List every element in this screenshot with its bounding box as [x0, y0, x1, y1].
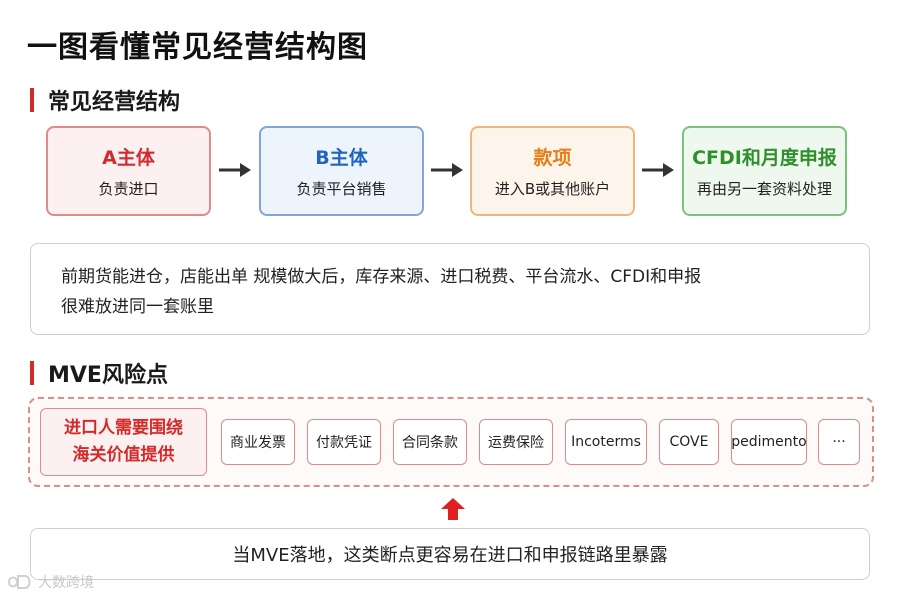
risk-chip-commercial-invoice: 商业发票 — [221, 419, 295, 465]
risk-chip-freight-insurance: 运费保险 — [479, 419, 553, 465]
flow-box-subtitle: 进入B或其他账户 — [494, 180, 611, 198]
note-line: 前期货能进仓，店能出单 规模做大后，库存来源、进口税费、平台流水、CFDI和申报 — [61, 267, 702, 287]
section-header-mve-risk: MVE风险点 — [30, 357, 168, 389]
flow-box-entity-a: A主体 负责进口 — [46, 126, 211, 216]
flow-box-subtitle: 负责进口 — [98, 180, 159, 198]
flow-box-title: CFDI和月度申报 — [692, 147, 837, 169]
right-arrow-icon — [431, 163, 463, 177]
risk-chip-more: ··· — [818, 419, 860, 465]
bottom-note-text: 当MVE落地，这类断点更容易在进口和申报链路里暴露 — [232, 545, 668, 566]
watermark-logo-icon — [7, 575, 31, 589]
structure-note-box: 前期货能进仓，店能出单 规模做大后，库存来源、进口税费、平台流水、CFDI和申报… — [30, 243, 870, 335]
flow-box-title: 款项 — [533, 147, 572, 169]
risk-chip-cove: COVE — [659, 419, 719, 465]
section-accent-bar — [30, 88, 34, 112]
section-title: 常见经营结构 — [48, 90, 181, 115]
flow-box-subtitle: 负责平台销售 — [296, 180, 387, 198]
right-arrow-icon — [219, 163, 251, 177]
flow-box-title: A主体 — [102, 147, 155, 169]
risk-chip-pedimento: pedimento — [731, 419, 807, 465]
watermark-text: 大数跨境 — [38, 575, 94, 591]
risk-main-line: 进口人需要围绕 — [64, 418, 183, 438]
watermark: 大数跨境 — [6, 572, 94, 592]
section-accent-bar — [30, 361, 34, 385]
flow-box-subtitle: 再由另一套资料处理 — [696, 180, 832, 198]
flow-box-title: B主体 — [315, 147, 368, 169]
section-header-structure: 常见经营结构 — [30, 84, 180, 116]
risk-chip-contract-terms: 合同条款 — [393, 419, 467, 465]
section-title: MVE风险点 — [48, 363, 168, 388]
up-arrow-icon — [441, 498, 465, 520]
note-line: 很难放进同一套账里 — [61, 297, 214, 317]
risk-chip-incoterms: Incoterms — [565, 419, 647, 465]
right-arrow-icon — [642, 163, 674, 177]
page-title: 一图看懂常见经营结构图 — [27, 30, 368, 65]
risk-main-box: 进口人需要围绕 海关价值提供 — [40, 408, 207, 476]
flow-box-payment: 款项 进入B或其他账户 — [470, 126, 635, 216]
bottom-note-box: 当MVE落地，这类断点更容易在进口和申报链路里暴露 — [30, 528, 870, 580]
flow-box-cfdi: CFDI和月度申报 再由另一套资料处理 — [682, 126, 847, 216]
risk-chip-payment-proof: 付款凭证 — [307, 419, 381, 465]
risk-main-line: 海关价值提供 — [72, 445, 175, 465]
flow-box-entity-b: B主体 负责平台销售 — [259, 126, 424, 216]
